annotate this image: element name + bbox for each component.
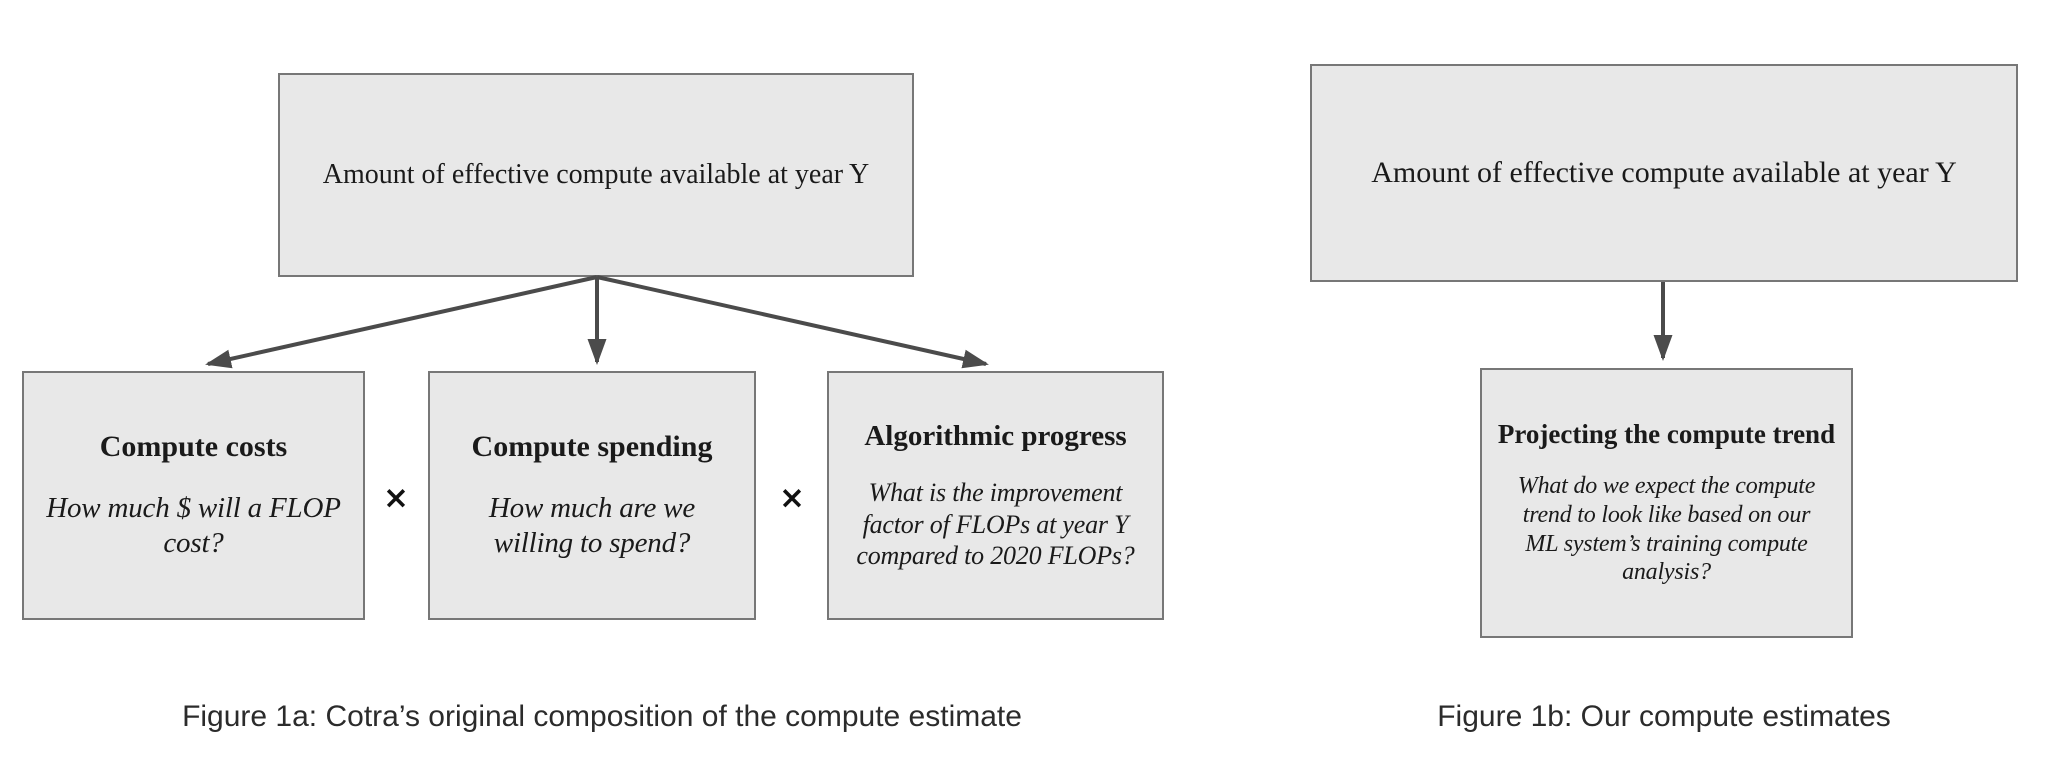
box-projecting-compute-trend: Projecting the compute trend What do we … <box>1480 368 1853 638</box>
box-effective-compute-1b: Amount of effective compute available at… <box>1310 64 2018 282</box>
box-effective-compute-1a: Amount of effective compute available at… <box>278 73 914 277</box>
figure-1a-caption: Figure 1a: Cotra’s original composition … <box>182 700 1022 733</box>
box-compute-costs-title: Compute costs <box>99 430 288 464</box>
box-compute-costs-question: How much $ will a FLOP cost? <box>46 491 341 559</box>
box-algorithmic-progress-title: Algorithmic progress <box>864 420 1127 453</box>
multiply-operator-1: × <box>383 480 409 516</box>
box-compute-spending-question: How much are we willing to spend? <box>488 491 696 559</box>
box-algorithmic-progress-question: What is the improvement factor of FLOPs … <box>856 478 1135 570</box>
box-algorithmic-progress: Algorithmic progress What is the improve… <box>827 371 1164 620</box>
box-effective-compute-1b-text: Amount of effective compute available at… <box>1371 156 1957 189</box>
arrow-1a-to-costs <box>205 275 598 369</box>
arrow-1a-to-progress <box>596 275 989 369</box>
figure-1b-caption: Figure 1b: Our compute estimates <box>1437 700 1891 733</box>
box-projecting-compute-trend-question: What do we expect the compute trend to l… <box>1517 472 1816 586</box>
box-compute-costs: Compute costs How much $ will a FLOP cos… <box>22 371 365 620</box>
box-compute-spending: Compute spending How much are we willing… <box>428 371 756 620</box>
box-compute-spending-title: Compute spending <box>471 430 713 464</box>
multiply-operator-2: × <box>779 480 805 516</box>
box-projecting-compute-trend-title: Projecting the compute trend <box>1497 418 1836 449</box>
box-effective-compute-1a-text: Amount of effective compute available at… <box>322 159 870 190</box>
